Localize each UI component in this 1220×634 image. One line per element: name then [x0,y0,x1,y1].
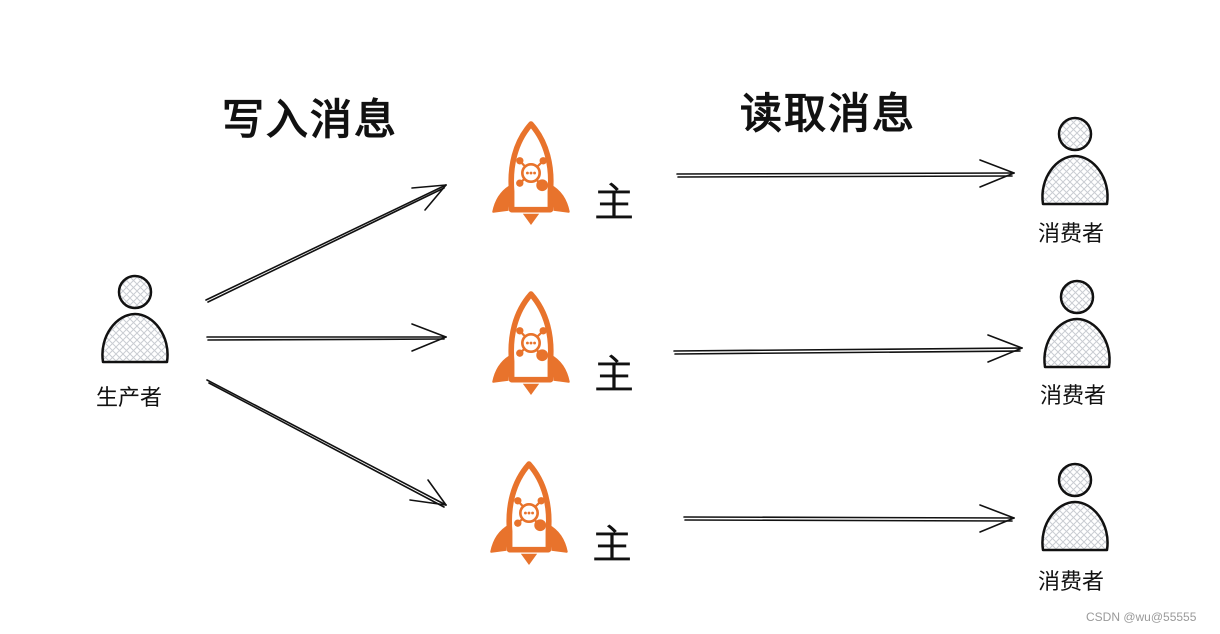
producer-label: 生产者 [96,386,163,411]
consumer-3-label: 消费者 [1038,570,1105,595]
broker-2-label: 主 [594,352,634,398]
heading-write-messages: 写入消息 [222,95,399,144]
arrow-producer-broker-3 [206,379,447,508]
watermark: CSDN @wu@55555 [1086,610,1197,624]
arrow-broker-consumer-1 [676,159,1015,188]
broker-2-rocket-icon [493,294,568,395]
consumer-1-label: 消费者 [1038,222,1105,247]
broker-1-rocket-icon [493,124,568,225]
arrow-broker-consumer-3 [683,504,1015,533]
consumer-3-person-icon [1041,462,1109,552]
broker-3-rocket-icon [491,464,566,565]
broker-1-label: 主 [594,180,634,226]
arrow-producer-broker-2 [206,323,447,352]
consumer-2-person-icon [1043,279,1111,369]
consumer-2-label: 消费者 [1040,384,1107,409]
broker-3-label: 主 [592,522,632,568]
consumer-1-person-icon [1041,116,1109,206]
arrow-producer-broker-1 [205,184,447,303]
arrow-broker-consumer-2 [673,334,1023,363]
heading-read-messages: 读取消息 [740,89,917,138]
producer-person-icon [101,274,169,364]
